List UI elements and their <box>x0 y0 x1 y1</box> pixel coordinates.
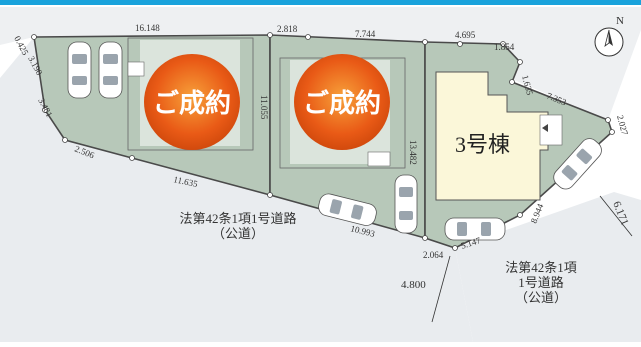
road-label-line: 法第42条1項1号道路 <box>179 211 296 226</box>
lot-1-stair <box>127 61 145 77</box>
lot-3-building-label: 3号棟 <box>455 132 510 157</box>
car-icon <box>444 217 506 241</box>
dim-top-lot3-b: 1.854 <box>494 42 515 52</box>
lot-2-sold-label: ご成約 <box>303 88 381 119</box>
dim-divider-1-2: 11.055 <box>259 95 269 120</box>
north-arrow-icon <box>594 27 624 57</box>
dim-corner-a: 2.064 <box>423 250 444 260</box>
car-icon <box>553 138 602 190</box>
car-icon <box>394 174 418 234</box>
road-width-main: 4.800 <box>401 279 426 291</box>
header-bar <box>0 0 641 5</box>
dim-top-lot1: 16.148 <box>135 23 160 33</box>
car-icon <box>67 41 92 99</box>
road-right <box>455 192 641 342</box>
lot-1-building-outline <box>127 37 254 151</box>
dim-top-lot2-a: 2.818 <box>277 24 298 34</box>
road-width-line-right <box>599 195 633 237</box>
dim-top-lot3-a: 4.695 <box>455 30 476 40</box>
lot-3-house <box>435 71 549 201</box>
lot-2-sold-badge <box>294 54 390 150</box>
lot-1-sold-badge <box>144 54 240 150</box>
lot-1-sold-label: ご成約 <box>153 88 231 119</box>
lot-2-stair <box>367 151 391 167</box>
road-label-line: 1号道路 <box>518 275 564 290</box>
boundary-pins <box>31 32 615 251</box>
road-label-line: （公道） <box>212 226 264 241</box>
dim-divider-2-3: 13.482 <box>408 140 418 165</box>
road-label-line: 法第42条1項 <box>505 260 577 275</box>
road-label-line: （公道） <box>515 290 567 305</box>
dim-top-lot2-b: 7.744 <box>355 29 376 39</box>
car-icon <box>98 41 123 99</box>
lot-3-porch <box>539 114 563 146</box>
road-width-line-main <box>431 255 451 323</box>
north-label: N <box>616 15 624 27</box>
road-main-label: 法第42条1項1号道路（公道） <box>179 211 296 241</box>
porch-arrow-icon <box>542 124 548 132</box>
car-icon <box>318 193 377 226</box>
road-main <box>0 37 473 342</box>
dim-right-lot3-c: 2.027 <box>615 114 630 137</box>
